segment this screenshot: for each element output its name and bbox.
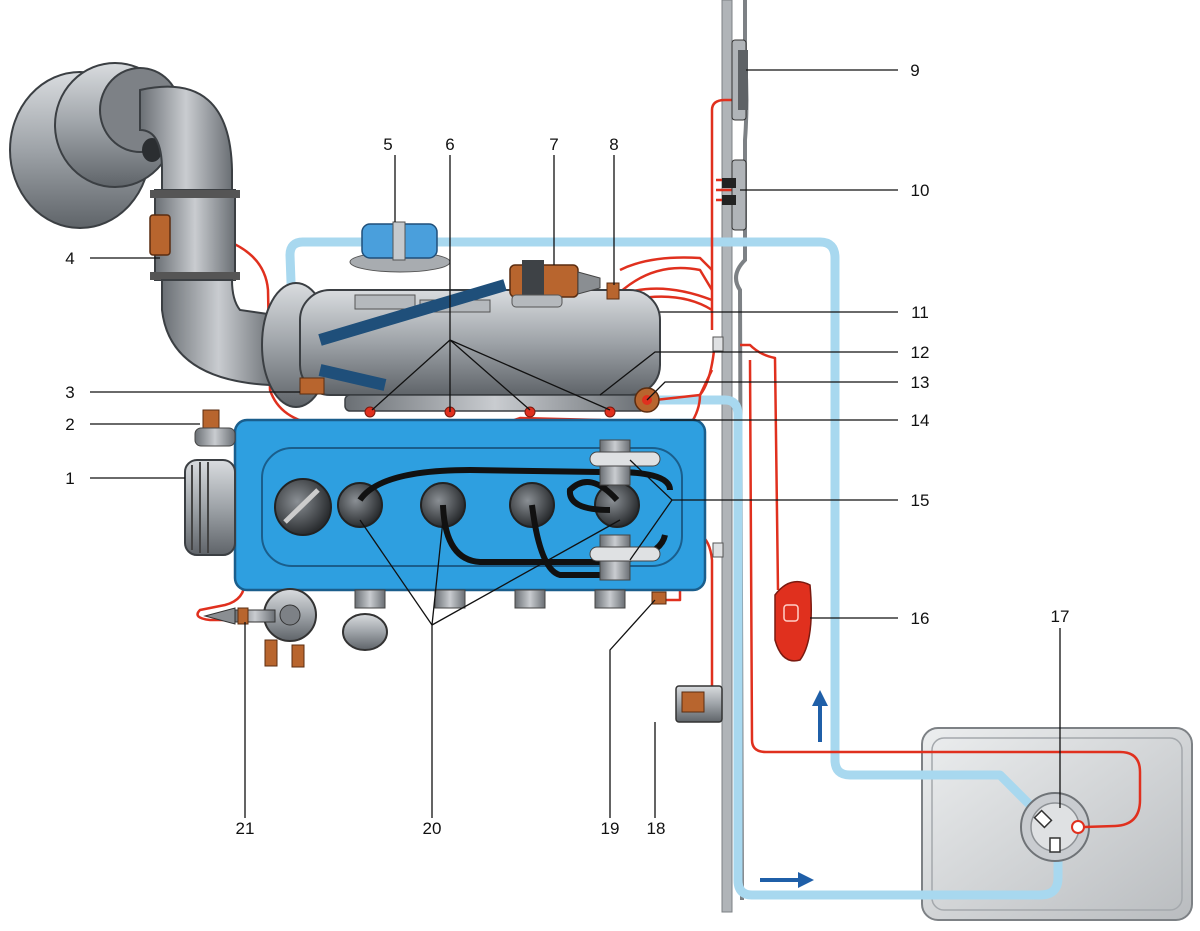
callout-2: 2: [65, 415, 74, 434]
check-engine-lamp: [774, 580, 812, 662]
callout-7: 7: [549, 135, 558, 154]
idle-air-control: [299, 377, 325, 395]
fuel-lines: [285, 237, 1063, 900]
spark-plug-leads: [337, 466, 673, 578]
callout-15: 15: [911, 491, 930, 510]
callout-17: 17: [1051, 607, 1070, 626]
spark-plug-bosses: [354, 589, 626, 609]
callout-18: 18: [647, 819, 666, 838]
harness-clip: [712, 542, 724, 558]
callout-9: 9: [910, 61, 919, 80]
callout-11: 11: [911, 303, 929, 322]
intake-manifold: [299, 279, 661, 396]
callout-8: 8: [609, 135, 618, 154]
oil-filler-cap: [274, 478, 332, 536]
canister-purge-valve: [349, 221, 451, 273]
flow-arrow-right: [760, 872, 814, 888]
callout-12: 12: [911, 343, 930, 362]
camshaft-position-sensor: [194, 409, 236, 447]
cylinder-head-cover: [233, 418, 707, 592]
callout-3: 3: [65, 383, 74, 402]
fuel-pump-relay: [675, 685, 723, 723]
crankshaft-pulley: [184, 459, 236, 556]
callout-10: 10: [911, 181, 930, 200]
callout-labels: 1 2 3 4 5 6 7 8 9 10 11 12 13 14 15 16 1…: [65, 61, 1069, 838]
diagnostic-connector: [722, 159, 747, 231]
ignition-module: [589, 439, 661, 581]
fuel-pump-module: [1020, 792, 1090, 862]
callout-19: 19: [601, 819, 620, 838]
leader-lines: [90, 69, 1061, 818]
callout-21: 21: [236, 819, 255, 838]
thermostat-housing: [203, 588, 388, 668]
callout-20: 20: [423, 819, 442, 838]
crankshaft-position-sensor: [651, 591, 667, 605]
callout-1: 1: [65, 469, 74, 488]
callout-16: 16: [911, 609, 930, 628]
callout-6: 6: [445, 135, 454, 154]
mass-air-flow-sensor: [149, 214, 171, 256]
throttle-actuator: [509, 260, 601, 308]
callout-14: 14: [911, 411, 930, 430]
harness-clip: [712, 336, 724, 352]
ecu-connector: [731, 39, 748, 121]
callout-13: 13: [911, 373, 930, 392]
flow-arrow-up: [812, 690, 828, 742]
callout-4: 4: [65, 249, 74, 268]
callout-5: 5: [383, 135, 392, 154]
coolant-temp-sensor: [606, 282, 620, 300]
